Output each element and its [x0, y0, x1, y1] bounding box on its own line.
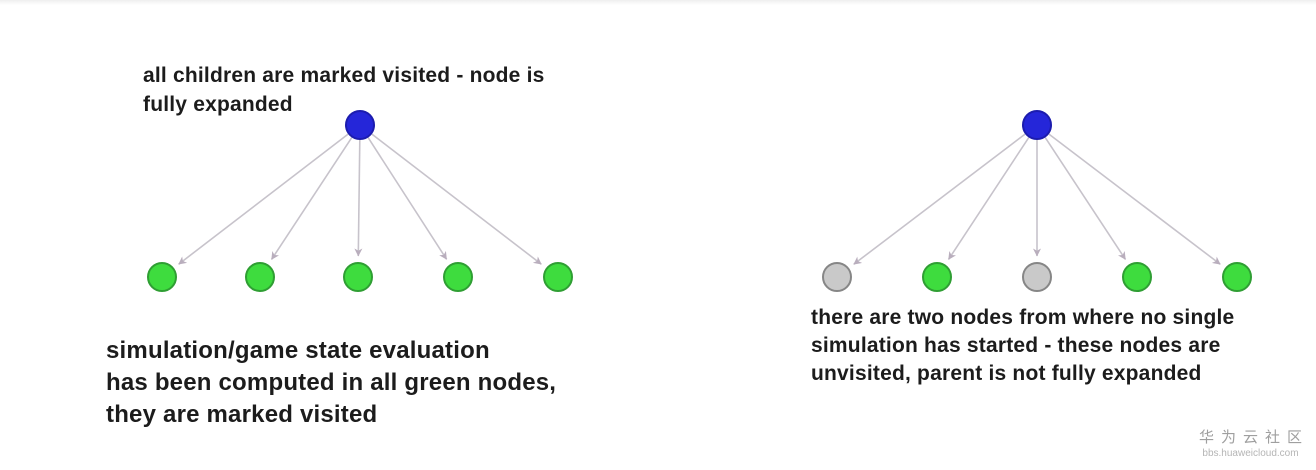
tree-node-green	[443, 262, 473, 292]
tree-node-green	[543, 262, 573, 292]
caption-unvisited-nodes: there are two nodes from where no single…	[811, 306, 1235, 385]
tree-edge	[367, 137, 448, 260]
top-edge-fade	[0, 0, 1316, 5]
tree-edge	[1044, 137, 1127, 260]
tree-edge	[853, 133, 1026, 265]
tree-edge	[354, 139, 363, 257]
tree-node-gray	[822, 262, 852, 292]
tree-edge	[1048, 133, 1221, 265]
tree-node-blue	[345, 110, 375, 140]
tree-node-green	[147, 262, 177, 292]
caption-fully-expanded: all children are marked visited - node i…	[143, 64, 545, 116]
tree-edge	[947, 137, 1030, 260]
nodes-layer	[147, 110, 1252, 292]
tree-node-green	[343, 262, 373, 292]
tree-node-green	[1122, 262, 1152, 292]
tree-node-green	[1222, 262, 1252, 292]
tree-node-green	[922, 262, 952, 292]
tree-node-green	[245, 262, 275, 292]
tree-edge	[178, 133, 349, 265]
watermark-community-name: 华为云社区	[1198, 429, 1309, 446]
tree-node-gray	[1022, 262, 1052, 292]
caption-simulation-evaluation: simulation/game state evaluation has bee…	[106, 337, 557, 428]
watermark: 华为云社区 bbs.huaweicloud.com	[1199, 426, 1302, 459]
watermark-url: bbs.huaweicloud.com	[1202, 448, 1299, 459]
tree-edge	[371, 133, 542, 265]
tree-edge	[270, 137, 353, 260]
tree-node-blue	[1022, 110, 1052, 140]
edges-layer	[178, 133, 1221, 265]
